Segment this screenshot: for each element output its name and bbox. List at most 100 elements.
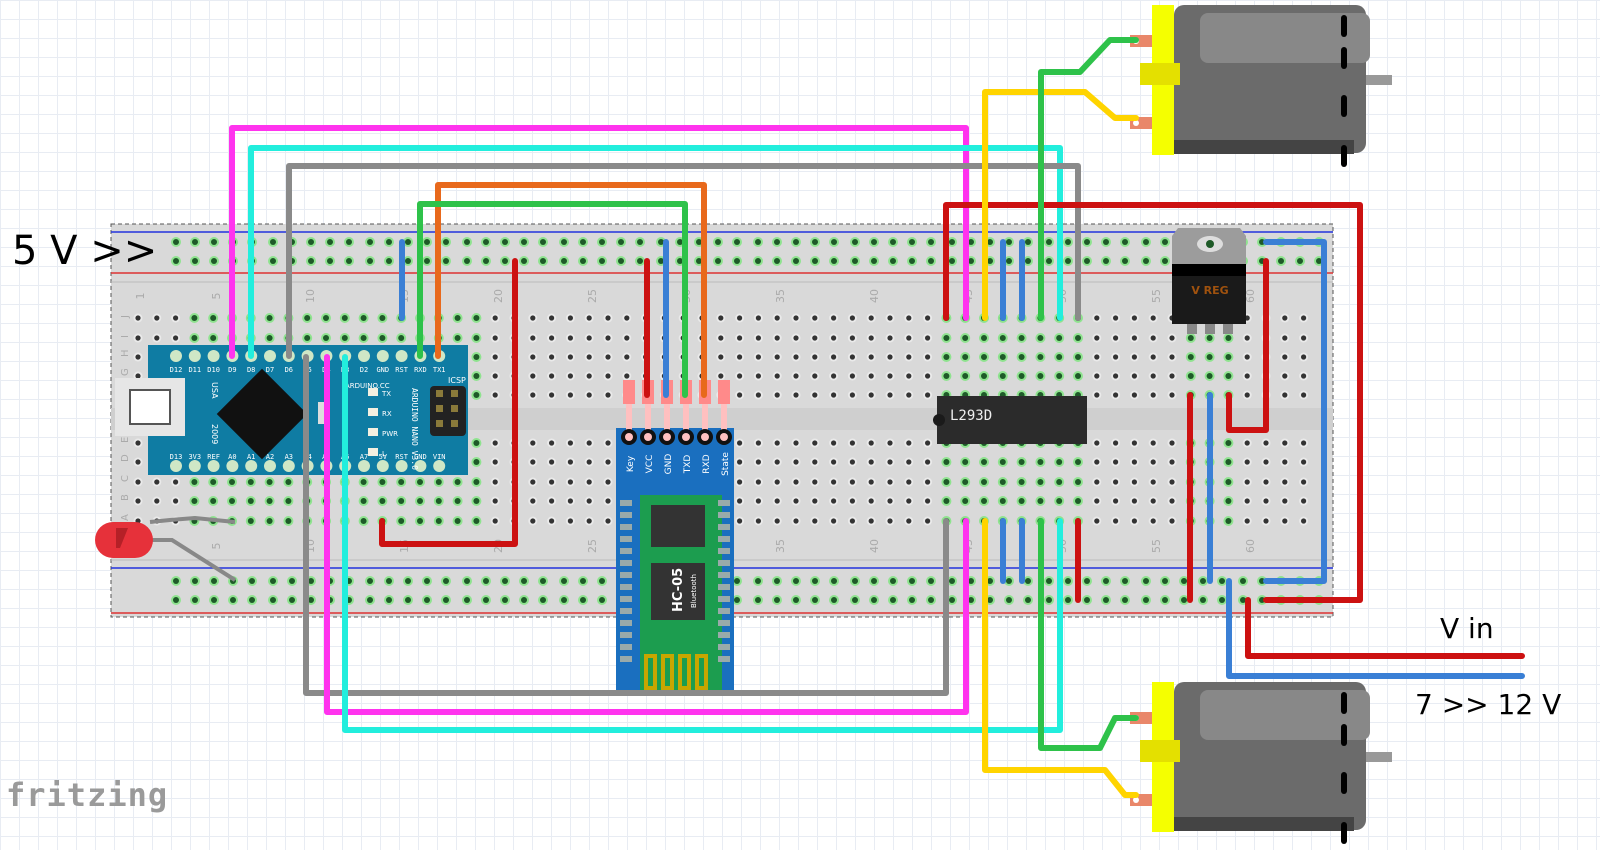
hole[interactable] <box>1056 498 1063 504</box>
hole[interactable] <box>285 479 292 485</box>
hole[interactable] <box>981 354 987 360</box>
hole[interactable] <box>605 315 611 321</box>
hole[interactable] <box>1162 239 1168 245</box>
hole[interactable] <box>968 258 974 264</box>
hole[interactable] <box>173 239 179 245</box>
hole[interactable] <box>1037 459 1044 465</box>
hole[interactable] <box>871 258 877 264</box>
hole[interactable] <box>360 315 367 321</box>
hole[interactable] <box>812 440 818 446</box>
wire-yellow-top[interactable] <box>982 89 1139 321</box>
hole[interactable] <box>887 498 893 504</box>
hole[interactable] <box>755 479 762 485</box>
hole[interactable] <box>599 239 605 245</box>
hole[interactable] <box>1150 315 1156 321</box>
hole[interactable] <box>424 578 430 584</box>
hole[interactable] <box>1025 239 1031 245</box>
hole[interactable] <box>793 597 799 603</box>
hole[interactable] <box>618 239 624 245</box>
wire-green-hc[interactable] <box>417 201 688 398</box>
hole[interactable] <box>849 440 856 446</box>
hole[interactable] <box>962 335 969 341</box>
hole[interactable] <box>599 578 605 584</box>
hole[interactable] <box>492 479 498 485</box>
hole[interactable] <box>987 578 993 584</box>
hole[interactable] <box>871 597 877 603</box>
hole[interactable] <box>890 239 896 245</box>
hole[interactable] <box>1113 440 1119 446</box>
hole[interactable] <box>540 597 546 603</box>
hole[interactable] <box>211 258 217 264</box>
hole[interactable] <box>868 440 874 446</box>
hole[interactable] <box>549 392 555 398</box>
pin-a1[interactable] <box>245 460 258 472</box>
hole[interactable] <box>755 578 761 584</box>
hole[interactable] <box>586 459 592 465</box>
hole[interactable] <box>367 258 373 264</box>
hole[interactable] <box>473 354 480 360</box>
hole[interactable] <box>567 459 574 465</box>
hole[interactable] <box>483 239 489 245</box>
hole[interactable] <box>1150 335 1156 341</box>
hole[interactable] <box>367 239 373 245</box>
hole[interactable] <box>1065 597 1071 603</box>
wire-blue-vin[interactable] <box>1226 578 1525 679</box>
hole[interactable] <box>341 315 348 321</box>
pin-rst[interactable] <box>395 460 408 472</box>
hole[interactable] <box>210 335 217 341</box>
hole[interactable] <box>549 373 555 379</box>
hole[interactable] <box>379 498 386 504</box>
hole[interactable] <box>925 392 931 398</box>
hole[interactable] <box>289 578 295 584</box>
hole[interactable] <box>1181 578 1187 584</box>
hole[interactable] <box>1150 440 1156 446</box>
hole[interactable] <box>1094 479 1100 485</box>
hole[interactable] <box>308 239 314 245</box>
hole[interactable] <box>211 597 217 603</box>
hole[interactable] <box>831 373 837 379</box>
hole[interactable] <box>386 578 392 584</box>
pin-a2[interactable] <box>264 460 276 472</box>
hole[interactable] <box>1225 335 1232 341</box>
hole[interactable] <box>1131 335 1137 341</box>
hole[interactable] <box>943 479 950 485</box>
hole[interactable] <box>1263 459 1269 465</box>
hole[interactable] <box>492 373 498 379</box>
hole[interactable] <box>367 578 373 584</box>
hole[interactable] <box>1282 315 1288 321</box>
hole[interactable] <box>1103 239 1109 245</box>
hole[interactable] <box>1084 597 1090 603</box>
hole[interactable] <box>173 315 179 321</box>
hole[interactable] <box>1301 518 1307 524</box>
hole[interactable] <box>928 258 934 264</box>
hole[interactable] <box>1103 578 1109 584</box>
hole[interactable] <box>567 479 574 485</box>
hole[interactable] <box>852 597 858 603</box>
wire-cyan-top[interactable] <box>248 145 1063 359</box>
hole[interactable] <box>1103 597 1109 603</box>
hole[interactable] <box>1301 354 1307 360</box>
hole[interactable] <box>435 498 442 504</box>
hole[interactable] <box>304 315 311 321</box>
hole[interactable] <box>492 392 498 398</box>
hole[interactable] <box>755 258 761 264</box>
hole[interactable] <box>887 518 893 524</box>
hole[interactable] <box>1122 597 1128 603</box>
hole[interactable] <box>549 518 555 524</box>
hole[interactable] <box>191 479 198 485</box>
hole[interactable] <box>868 392 874 398</box>
hole[interactable] <box>473 479 480 485</box>
hole[interactable] <box>737 459 743 465</box>
hole[interactable] <box>530 459 536 465</box>
hole[interactable] <box>483 597 489 603</box>
hole[interactable] <box>887 335 893 341</box>
hole[interactable] <box>1244 440 1250 446</box>
hole[interactable] <box>530 440 536 446</box>
hole[interactable] <box>943 354 950 360</box>
hole[interactable] <box>1094 315 1100 321</box>
hole[interactable] <box>135 373 141 379</box>
hole[interactable] <box>229 479 235 485</box>
hole[interactable] <box>774 498 780 504</box>
motor-bottom[interactable] <box>1130 682 1392 844</box>
hole[interactable] <box>1150 498 1156 504</box>
